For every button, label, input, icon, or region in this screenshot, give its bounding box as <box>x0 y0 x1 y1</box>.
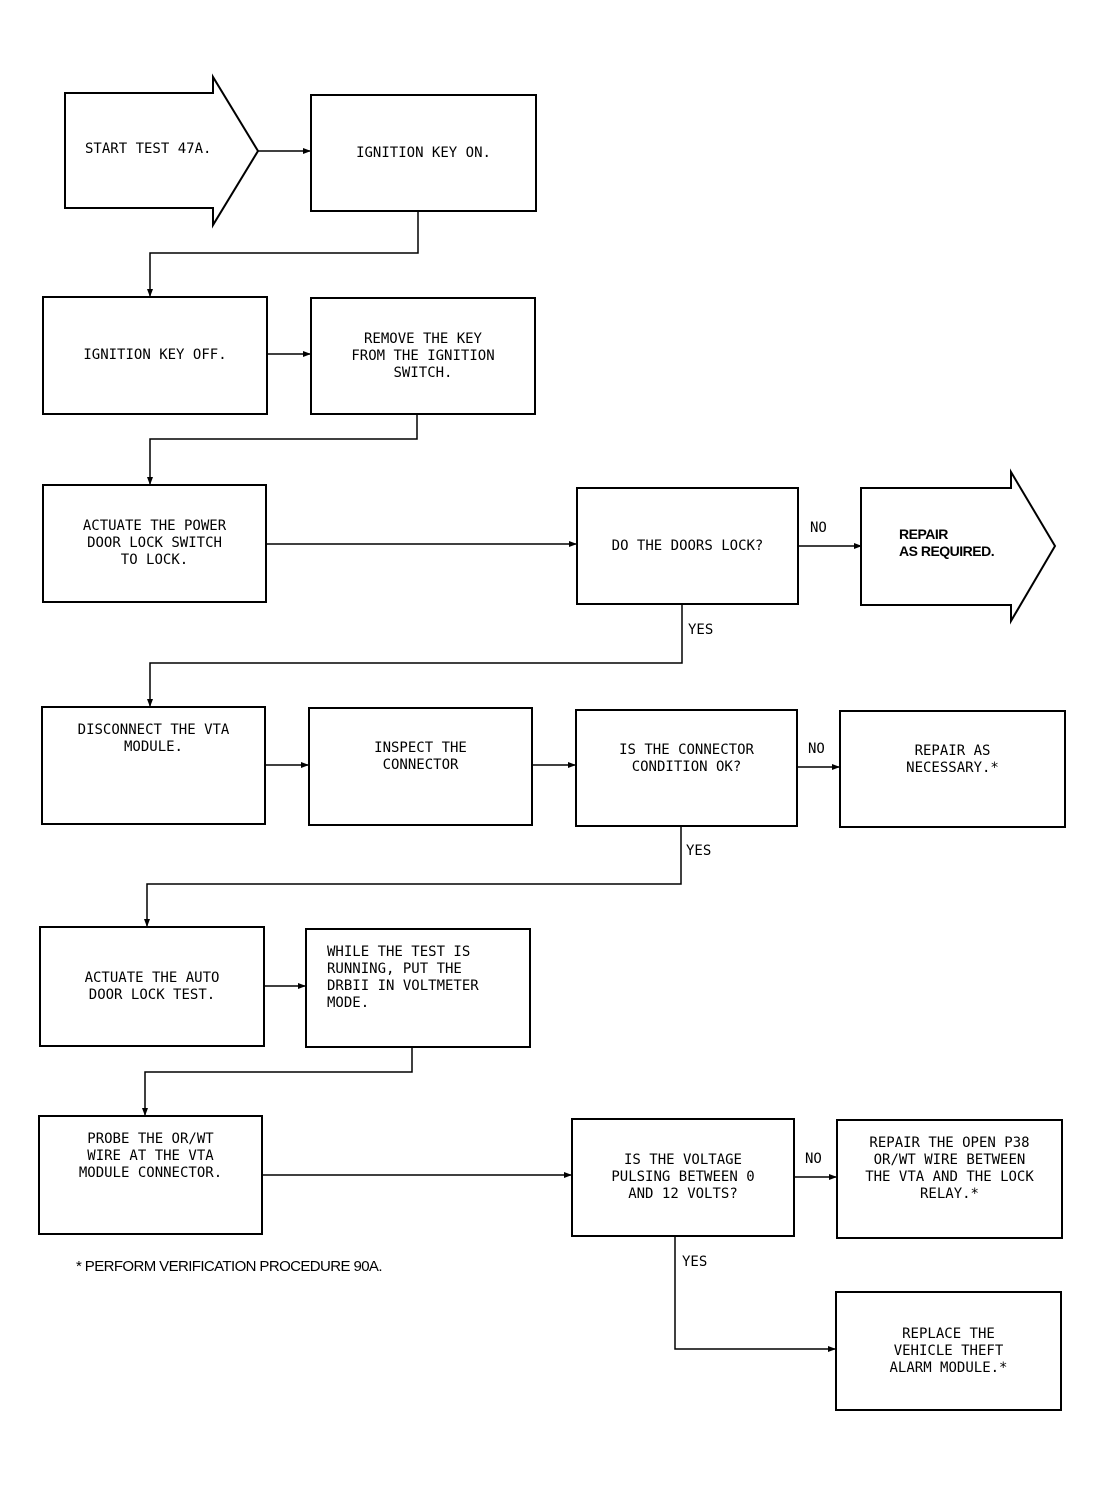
disconnect-vta-box: DISCONNECT THE VTA MODULE. <box>41 706 266 825</box>
voltage-question: IS THE VOLTAGE PULSING BETWEEN 0 AND 12 … <box>611 1152 755 1202</box>
probe-wire-text: PROBE THE OR/WT WIRE AT THE VTA MODULE C… <box>78 1131 223 1181</box>
ignition-key-off-text: IGNITION KEY OFF. <box>83 347 227 363</box>
start-arrow-shape <box>64 73 260 229</box>
while-test-box: WHILE THE TEST IS RUNNING, PUT THE DRBII… <box>305 928 531 1048</box>
no-label-doors: NO <box>810 520 827 536</box>
doors-lock-decision-box: DO THE DOORS LOCK? <box>576 487 799 605</box>
connector-voltage-replace <box>674 1236 836 1352</box>
remove-key-box: REMOVE THE KEY FROM THE IGNITION SWITCH. <box>310 297 536 415</box>
doors-lock-question: DO THE DOORS LOCK? <box>611 537 764 554</box>
connector-on-off <box>147 212 419 297</box>
actuate-auto-lock-box: ACTUATE THE AUTO DOOR LOCK TEST. <box>39 926 265 1047</box>
voltage-decision-box: IS THE VOLTAGE PULSING BETWEEN 0 AND 12 … <box>571 1118 795 1237</box>
ignition-key-on-box: IGNITION KEY ON. <box>310 94 537 212</box>
yes-label-connector: YES <box>686 843 712 859</box>
repair-as-necessary-box: REPAIR AS NECESSARY.* <box>839 710 1066 828</box>
replace-module-text: REPLACE THE VEHICLE THEFT ALARM MODULE.* <box>889 1325 1008 1376</box>
no-label-connector: NO <box>808 741 825 757</box>
while-test-text: WHILE THE TEST IS RUNNING, PUT THE DRBII… <box>327 944 479 1011</box>
connector-ok-decision-box: IS THE CONNECTOR CONDITION OK? <box>575 709 798 827</box>
no-label-voltage: NO <box>805 1151 822 1167</box>
ignition-key-off-box: IGNITION KEY OFF. <box>42 296 268 415</box>
actuate-power-lock-text: ACTUATE THE POWER DOOR LOCK SWITCH TO LO… <box>82 518 227 568</box>
ignition-key-on-text: IGNITION KEY ON. <box>356 144 491 161</box>
verification-footnote: * PERFORM VERIFICATION PROCEDURE 90A. <box>76 1258 383 1275</box>
actuate-auto-lock-text: ACTUATE THE AUTO DOOR LOCK TEST. <box>84 969 220 1003</box>
actuate-power-lock-box: ACTUATE THE POWER DOOR LOCK SWITCH TO LO… <box>42 484 267 603</box>
probe-wire-box: PROBE THE OR/WT WIRE AT THE VTA MODULE C… <box>38 1115 263 1235</box>
repair-open-wire-text: REPAIR THE OPEN P38 OR/WT WIRE BETWEEN T… <box>865 1135 1034 1202</box>
connector-remove-actuate <box>147 415 418 485</box>
repair-as-required-label: REPAIR AS REQUIRED. <box>899 526 995 559</box>
yes-label-voltage: YES <box>682 1254 708 1270</box>
replace-module-box: REPLACE THE VEHICLE THEFT ALARM MODULE.* <box>835 1291 1062 1411</box>
repair-arrow-shape <box>860 468 1057 625</box>
connector-doors-disconnect <box>147 604 683 707</box>
connector-while-probe <box>142 1047 413 1116</box>
repair-as-necessary-text: REPAIR AS NECESSARY.* <box>906 743 999 776</box>
yes-label-doors: YES <box>688 622 714 638</box>
connector-ok-question: IS THE CONNECTOR CONDITION OK? <box>619 742 754 775</box>
connector-ok-auto <box>144 826 682 927</box>
start-test-label: START TEST 47A. <box>85 141 212 157</box>
disconnect-vta-text: DISCONNECT THE VTA MODULE. <box>77 722 230 755</box>
remove-key-text: REMOVE THE KEY FROM THE IGNITION SWITCH. <box>351 330 495 381</box>
inspect-connector-box: INSPECT THE CONNECTOR <box>308 707 533 826</box>
inspect-connector-text: INSPECT THE CONNECTOR <box>374 740 467 773</box>
repair-open-wire-box: REPAIR THE OPEN P38 OR/WT WIRE BETWEEN T… <box>836 1119 1063 1239</box>
